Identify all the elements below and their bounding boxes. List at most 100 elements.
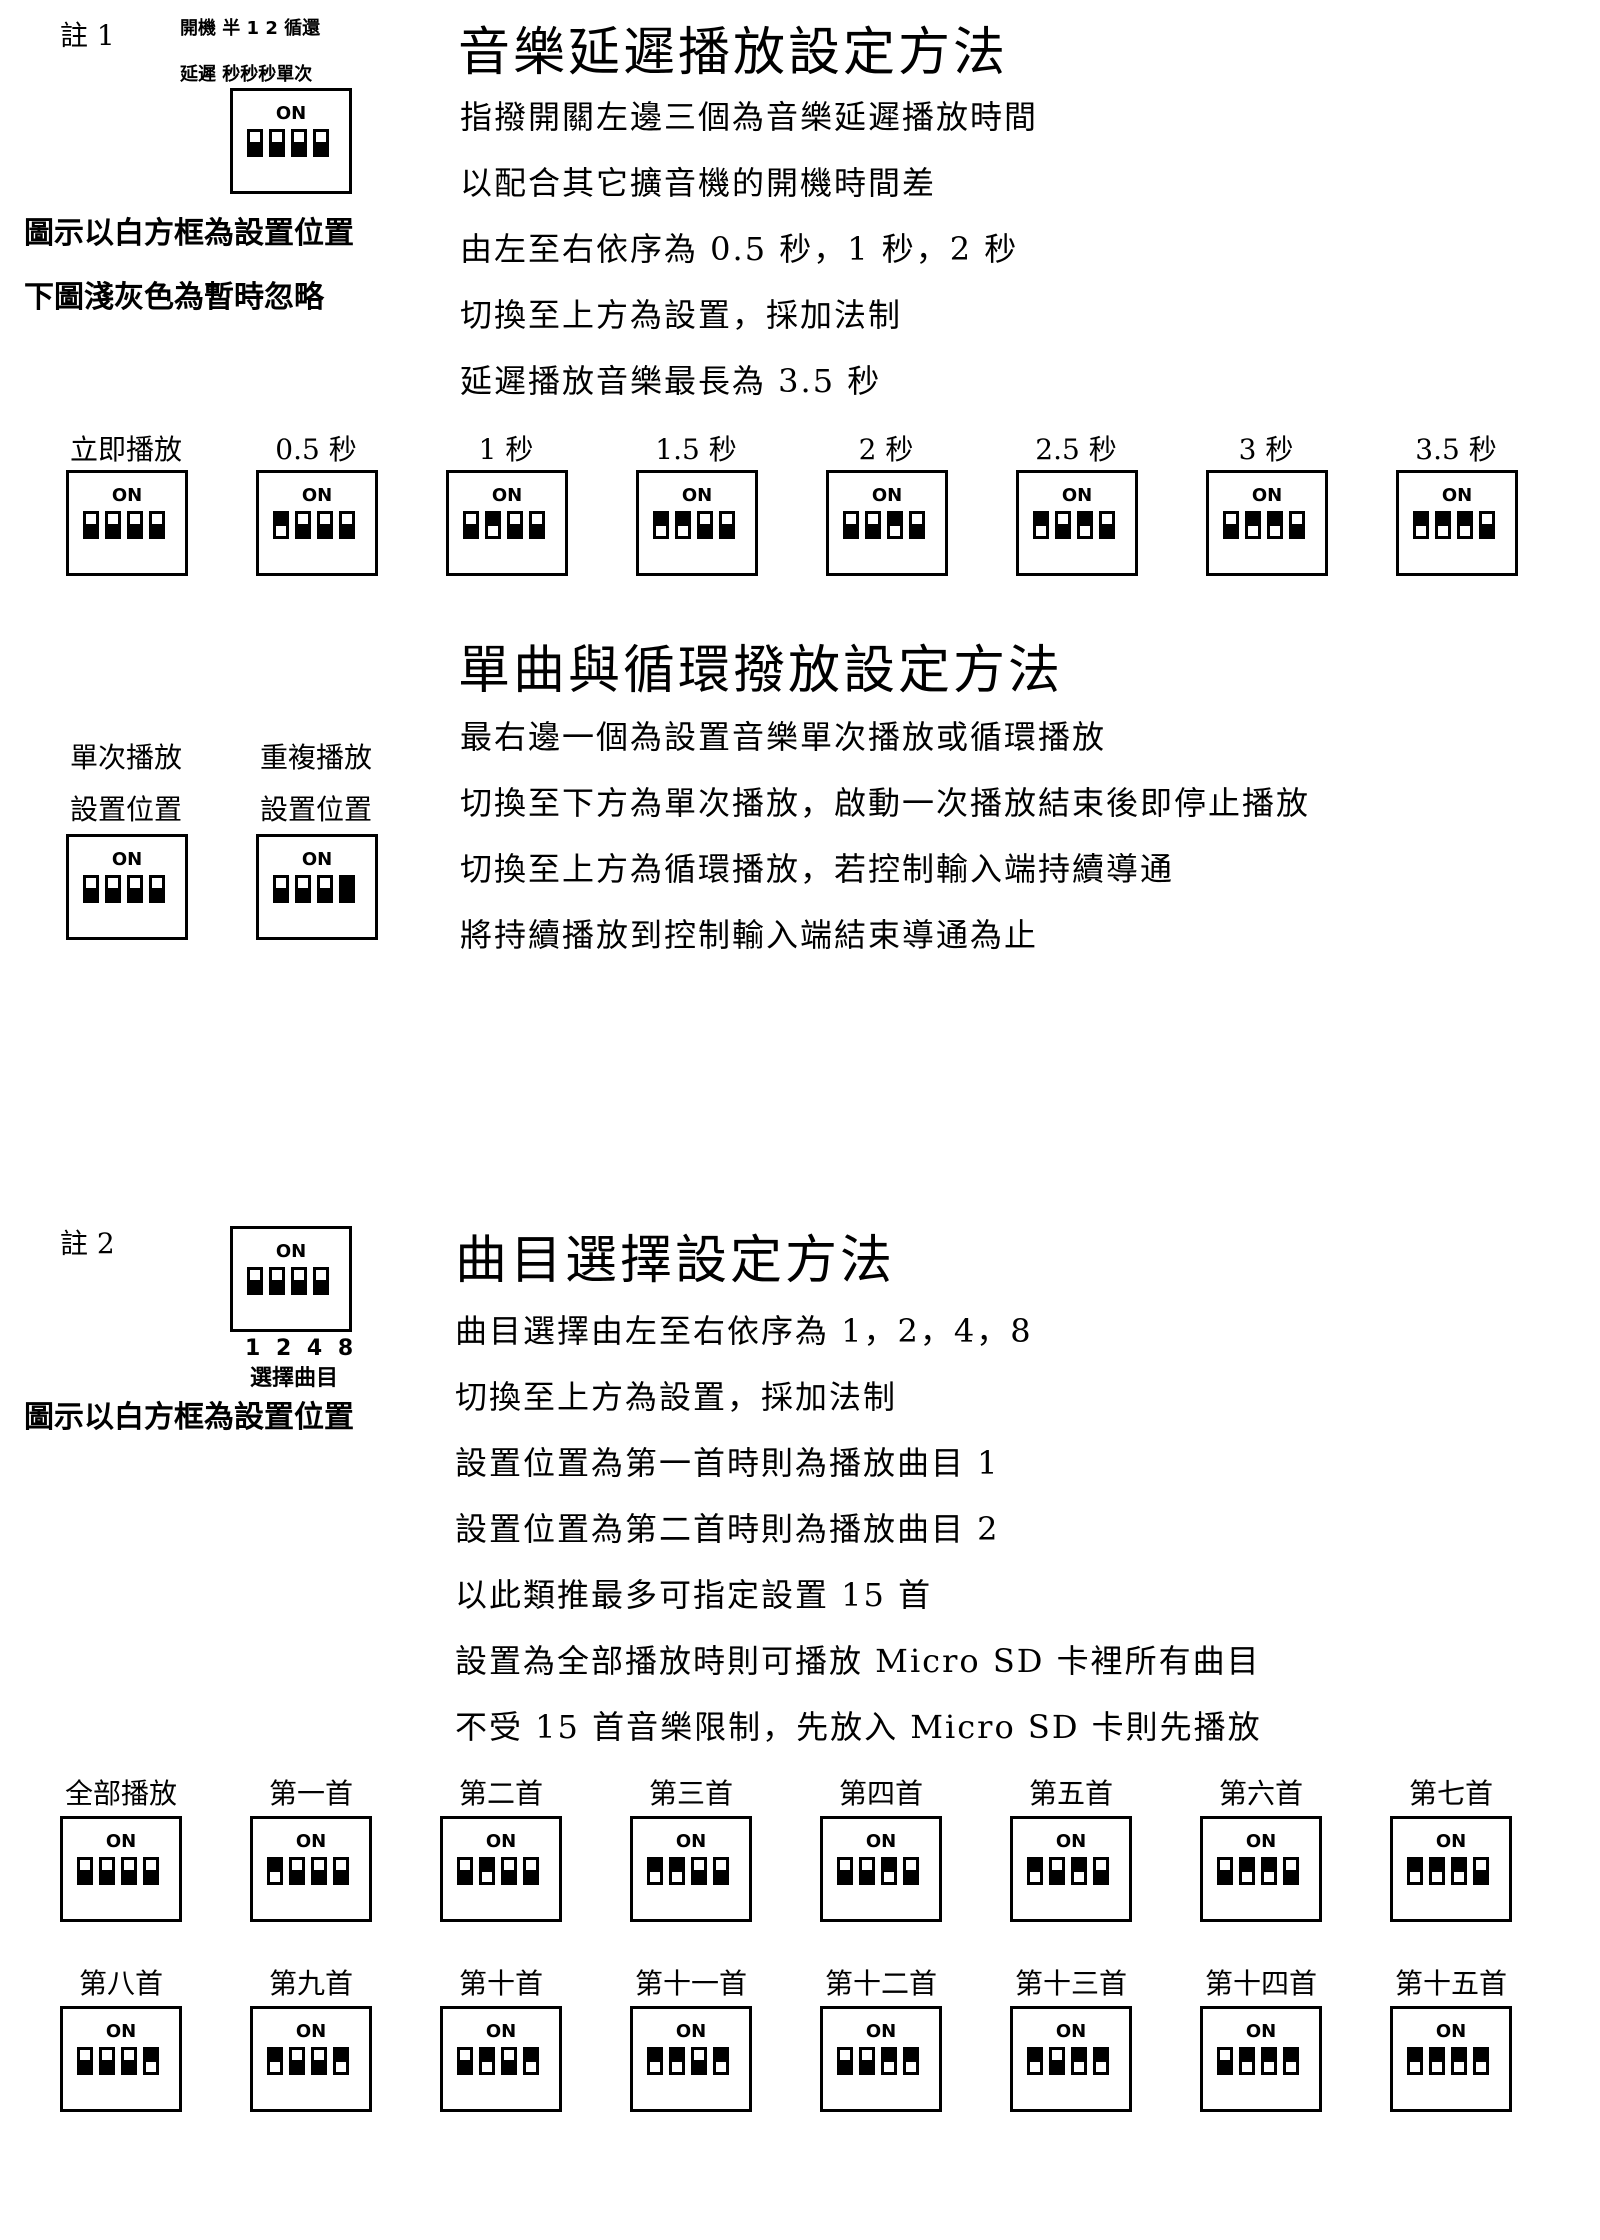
switch-1: [83, 511, 99, 539]
switch-2: [105, 511, 121, 539]
switch-2: [105, 875, 121, 903]
on-label: ON: [1435, 1831, 1467, 1852]
switch-1: [1407, 2047, 1423, 2075]
switch-1: [77, 2047, 93, 2075]
on-label: ON: [1441, 485, 1473, 506]
switch-row: [653, 511, 735, 539]
switch-2: [1049, 1857, 1065, 1885]
dip-switch-diagram: ON: [630, 2006, 752, 2112]
switch-1: [463, 511, 479, 539]
switch-4: [333, 1857, 349, 1885]
switch-2: [1239, 2047, 1255, 2075]
setting-label: 第十一首: [634, 1967, 747, 2000]
switch-row: [267, 2047, 349, 2075]
switch-row: [837, 1857, 919, 1885]
on-label: ON: [301, 849, 333, 870]
switch-4: [339, 875, 355, 903]
switch-2: [1429, 1857, 1445, 1885]
switch-2: [289, 1857, 305, 1885]
dip-switch-diagram: ON: [1390, 2006, 1512, 2112]
switch-1: [1027, 2047, 1043, 2075]
dip-switch-diagram: ON: [66, 834, 188, 940]
switch-4: [719, 511, 735, 539]
dip-switch-diagram: ON: [250, 1816, 372, 1922]
switch-3: [1077, 511, 1093, 539]
text-line: 切換至上方為設置，採加法制: [460, 296, 903, 334]
on-label: ON: [295, 1831, 327, 1852]
on-label: ON: [1251, 485, 1283, 506]
setting-label: 2.5 秒: [1035, 433, 1117, 466]
text-line: 以配合其它擴音機的開機時間差: [460, 164, 937, 202]
switch-4: [149, 875, 165, 903]
note1-label: 註 1: [60, 19, 115, 52]
on-label: ON: [105, 1831, 137, 1852]
switch-3: [291, 129, 307, 157]
switch-3: [501, 1857, 517, 1885]
setting-label: 第十五首: [1394, 1967, 1507, 2000]
switch-4: [713, 2047, 729, 2075]
on-label: ON: [1245, 1831, 1277, 1852]
switch-4: [149, 511, 165, 539]
text-line: 設置為全部播放時則可播放 Micro SD 卡裡所有曲目: [455, 1642, 1261, 1680]
switch-2: [1049, 2047, 1065, 2075]
switch-row: [647, 2047, 729, 2075]
switch-1: [837, 2047, 853, 2075]
switch-3: [887, 511, 903, 539]
switch-2: [485, 511, 501, 539]
switch-2: [295, 511, 311, 539]
switch-1: [843, 511, 859, 539]
setting-label: 第十二首: [824, 1967, 937, 2000]
switch-4: [1289, 511, 1305, 539]
switch-2: [289, 2047, 305, 2075]
switch-3: [317, 875, 333, 903]
text-line: 將持續播放到控制輸入端結束導通為止: [460, 916, 1039, 954]
switch-1: [267, 2047, 283, 2075]
switch-row: [1217, 1857, 1299, 1885]
dip-switch-diagram: ON: [826, 470, 948, 576]
on-label: ON: [295, 2021, 327, 2042]
note2-switch-values: 1 2 4 8: [245, 1336, 358, 1361]
setting-label: 第四首: [838, 1777, 923, 1810]
switch-row: [1413, 511, 1495, 539]
note1-switch-labels-top: 開機 半 1 2 循還: [180, 18, 321, 39]
switch-4: [523, 1857, 539, 1885]
switch-4: [1283, 2047, 1299, 2075]
switch-1: [77, 1857, 93, 1885]
switch-3: [311, 2047, 327, 2075]
switch-row: [273, 875, 355, 903]
setting-label: 3 秒: [1238, 433, 1294, 466]
switch-4: [313, 1267, 329, 1295]
dip-switch-diagram: ON: [256, 470, 378, 576]
switch-row: [843, 511, 925, 539]
on-label: ON: [865, 2021, 897, 2042]
note1-caption-2: 下圖淺灰色為暫時忽略: [24, 280, 324, 315]
switch-2: [295, 875, 311, 903]
setting-label: 第六首: [1218, 1777, 1303, 1810]
setting-label: 1 秒: [478, 433, 534, 466]
text-line: 由左至右依序為 0.5 秒，1 秒，2 秒: [460, 230, 1019, 268]
switch-3: [1267, 511, 1283, 539]
switch-4: [1099, 511, 1115, 539]
setting-label: 第二首: [458, 1777, 543, 1810]
on-label: ON: [871, 485, 903, 506]
switch-2: [669, 2047, 685, 2075]
switch-4: [1473, 1857, 1489, 1885]
switch-2: [1435, 511, 1451, 539]
switch-4: [1479, 511, 1495, 539]
switch-1: [653, 511, 669, 539]
on-label: ON: [675, 1831, 707, 1852]
setting-label: 第五首: [1028, 1777, 1113, 1810]
switch-3: [1457, 511, 1473, 539]
switch-row: [247, 129, 329, 157]
dip-switch-diagram: ON: [440, 2006, 562, 2112]
switch-row: [1217, 2047, 1299, 2075]
switch-1: [457, 1857, 473, 1885]
dip-switch-diagram: ON: [1016, 470, 1138, 576]
on-label: ON: [485, 2021, 517, 2042]
setting-label: 全部播放: [64, 1777, 177, 1810]
dip-switch-diagram: ON: [60, 2006, 182, 2112]
switch-row: [1027, 2047, 1109, 2075]
switch-2: [859, 2047, 875, 2075]
switch-3: [501, 2047, 517, 2075]
switch-row: [1033, 511, 1115, 539]
